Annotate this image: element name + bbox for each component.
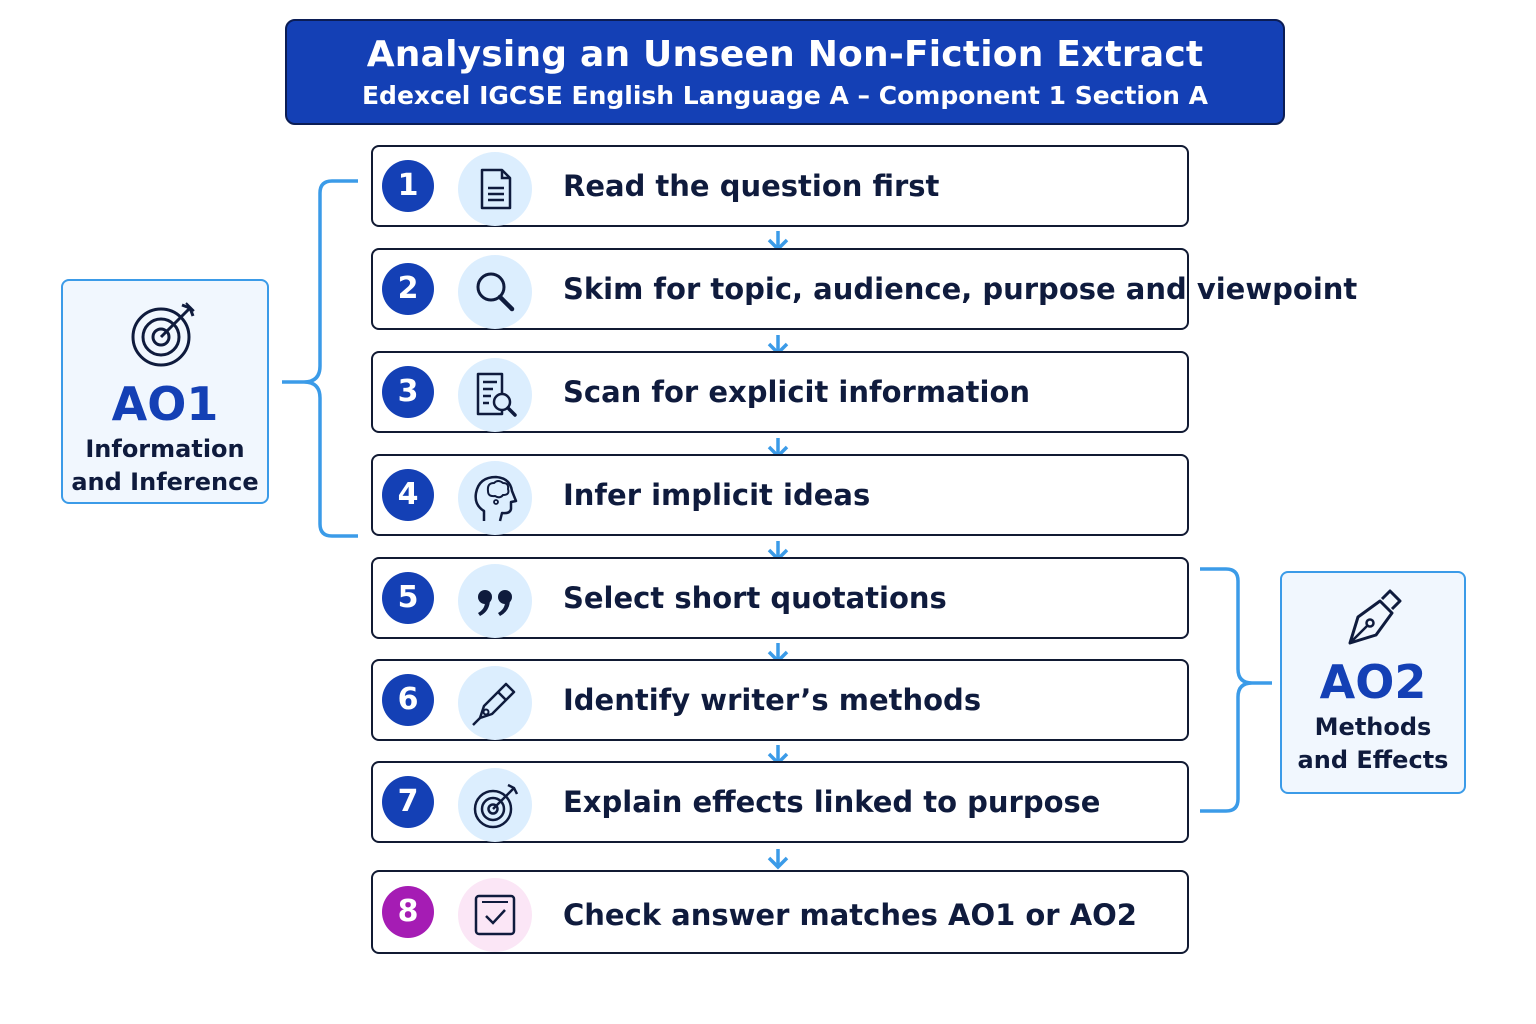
step-number: 6	[382, 674, 434, 726]
ao2-line2: and Effects	[1297, 746, 1449, 774]
ao1-line1: Information	[85, 435, 245, 463]
pen-nib-icon	[1348, 589, 1402, 645]
ao1-bracket	[282, 179, 358, 538]
step-number: 4	[382, 469, 434, 521]
document-search-icon	[458, 358, 532, 432]
ao1-box: AO1 Information and Inference	[61, 279, 269, 504]
step-2: 2 Skim for topic, audience, purpose and …	[371, 248, 1357, 330]
arrow-down-icon	[767, 849, 789, 870]
page-subtitle: Edexcel IGCSE English Language A – Compo…	[361, 81, 1209, 110]
step-label: Scan for explicit information	[563, 375, 1031, 409]
step-label: Read the question first	[563, 169, 940, 203]
ao1-title: AO1	[111, 377, 219, 431]
step-label: Identify writer’s methods	[563, 683, 982, 717]
step-number: 1	[382, 160, 434, 212]
ao2-title: AO2	[1319, 655, 1427, 709]
document-icon	[458, 152, 532, 226]
step-number: 8	[382, 886, 434, 938]
step-number: 5	[382, 572, 434, 624]
ao2-bracket	[1200, 567, 1272, 813]
target-icon	[458, 768, 532, 842]
step-label: Explain effects linked to purpose	[563, 785, 1101, 819]
step-number: 3	[382, 366, 434, 418]
step-number: 7	[382, 776, 434, 828]
step-3: 3 Scan for explicit information	[371, 351, 1189, 433]
page-title: Analysing an Unseen Non-Fiction Extract	[366, 34, 1204, 75]
step-4: 4 Infer implicit ideas	[371, 454, 1189, 536]
quotation-marks-icon	[458, 564, 532, 638]
ao1-line2: and Inference	[71, 468, 259, 496]
step-label: Infer implicit ideas	[563, 478, 871, 512]
step-label: Select short quotations	[563, 581, 947, 615]
checkbox-icon	[458, 878, 532, 952]
pen-icon	[458, 666, 532, 740]
head-thought-icon	[458, 461, 532, 535]
ao2-line1: Methods	[1314, 713, 1432, 741]
step-1: 1 Read the question first	[371, 145, 1189, 227]
step-label: Check answer matches AO1 or AO2	[563, 898, 1137, 932]
step-6: 6 Identify writer’s methods	[371, 659, 1189, 741]
step-5: 5 Select short quotations	[371, 557, 1189, 639]
magnifier-icon	[458, 255, 532, 329]
step-8: 8 Check answer matches AO1 or AO2	[371, 870, 1189, 954]
header-banner: Analysing an Unseen Non-Fiction Extract …	[285, 19, 1285, 125]
target-icon	[131, 302, 195, 367]
step-7: 7 Explain effects linked to purpose	[371, 761, 1189, 843]
ao2-box: AO2 Methods and Effects	[1280, 571, 1466, 794]
step-number: 2	[382, 263, 434, 315]
step-label: Skim for topic, audience, purpose and vi…	[563, 272, 1358, 306]
